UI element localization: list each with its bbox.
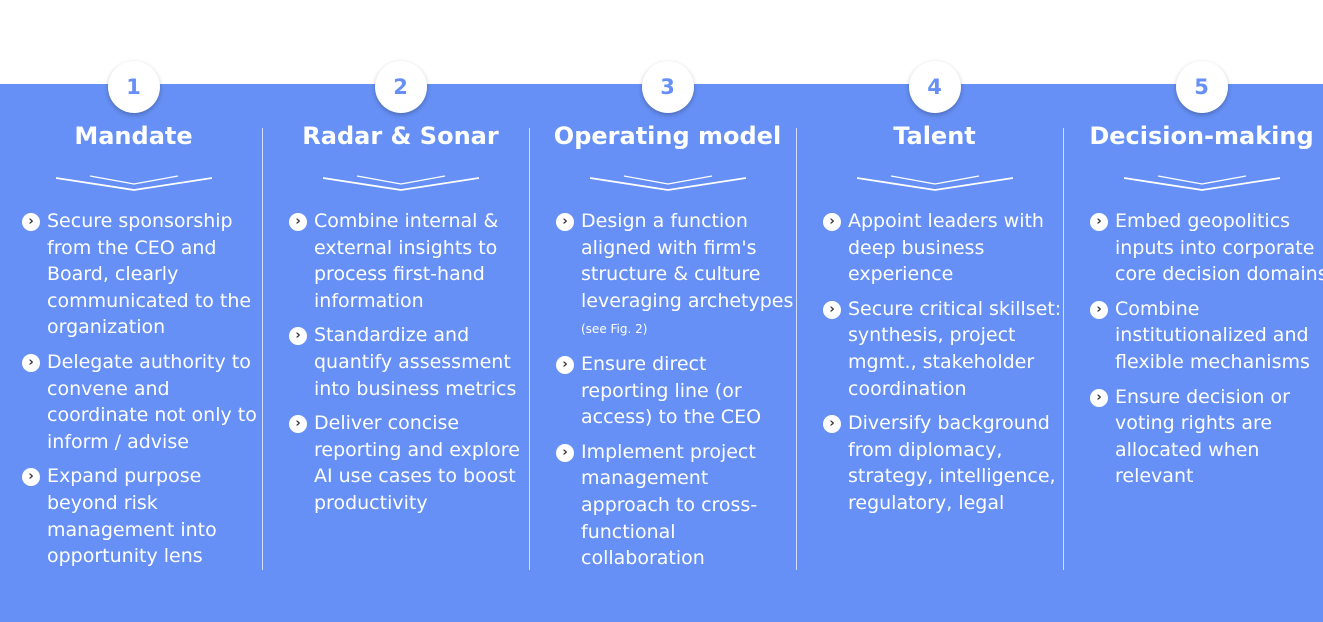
item-text: Expand purpose beyond risk management in… xyxy=(47,465,217,568)
list-item: › Ensure decision or voting rights are al… xyxy=(1090,384,1323,490)
chevron-down-icon xyxy=(589,174,746,192)
item-text: Design a function aligned with firm's st… xyxy=(581,210,794,312)
chevron-right-icon: › xyxy=(823,213,841,231)
chevron-right-icon: › xyxy=(1090,300,1108,319)
chevron-down-icon xyxy=(55,174,212,192)
list-item: › Diversify background from diplomacy, st… xyxy=(823,410,1064,516)
chevron-right-icon: › xyxy=(823,415,841,434)
step-number-badge: 4 xyxy=(908,61,961,113)
chevron-right-icon: › xyxy=(823,300,841,319)
chevron-right-icon: › xyxy=(556,443,574,462)
chevron-right-icon: › xyxy=(1090,213,1108,231)
item-text: Appoint leaders with deep business exper… xyxy=(848,210,1044,286)
chevron-right-icon: › xyxy=(556,355,574,374)
chevron-right-icon: › xyxy=(1090,388,1108,407)
list-item: › Embed geopolitics inputs into corporate… xyxy=(1090,208,1323,288)
step-number-badge: 2 xyxy=(374,61,427,113)
item-text: Secure critical skillset: synthesis, pro… xyxy=(848,297,1062,400)
content-band xyxy=(0,84,1323,622)
pillar-title: Talent xyxy=(893,122,976,150)
list-item: › Expand purpose beyond risk management i… xyxy=(22,463,263,569)
chevron-right-icon: › xyxy=(289,213,307,231)
list-item: › Implement project management approach t… xyxy=(556,439,797,572)
chevron-down-icon xyxy=(322,174,479,192)
item-text: Ensure direct reporting line (or access)… xyxy=(581,352,762,429)
list-item: › Secure sponsorship from the CEO and Boa… xyxy=(22,208,263,341)
item-text: Combine institutionalized and flexible m… xyxy=(1115,297,1310,373)
item-text: Secure sponsorship from the CEO and Boar… xyxy=(47,210,252,339)
item-text: Delegate authority to convene and coordi… xyxy=(47,350,257,453)
pillar-title: Decision-making xyxy=(1089,122,1314,150)
list-item: › Combine internal & external insights to… xyxy=(289,208,530,314)
step-number-badge: 5 xyxy=(1175,61,1228,113)
list-item: › Appoint leaders with deep business expe… xyxy=(823,208,1064,288)
list-item: › Combine institutionalized and flexible … xyxy=(1090,296,1323,376)
item-text: Embed geopolitics inputs into corporate … xyxy=(1115,210,1323,286)
list-item: › Secure critical skillset: synthesis, pr… xyxy=(823,296,1064,402)
column-divider xyxy=(796,128,797,570)
item-text: Deliver concise reporting and explore AI… xyxy=(314,412,520,514)
chevron-right-icon: › xyxy=(22,213,40,231)
column-divider xyxy=(1063,128,1064,570)
list-item: › Ensure direct reporting line (or access… xyxy=(556,351,797,431)
column-divider xyxy=(262,128,263,570)
item-text: Implement project management approach to… xyxy=(581,440,758,570)
list-item: › Standardize and quantify assessment int… xyxy=(289,322,530,402)
pillar-column: 5 Decision-making › Embed geopolitics inp… xyxy=(1068,0,1323,622)
list-item: › Deliver concise reporting and explore A… xyxy=(289,410,530,516)
chevron-right-icon: › xyxy=(556,213,574,231)
figure-reference: (see Fig. 2) xyxy=(581,322,648,337)
pillar-title: Operating model xyxy=(553,122,782,150)
step-number-badge: 1 xyxy=(107,61,160,113)
column-divider xyxy=(529,128,530,570)
pillar-title: Radar & Sonar xyxy=(302,122,499,150)
item-text: Ensure decision or voting rights are all… xyxy=(1115,385,1290,488)
pillar-title: Mandate xyxy=(74,122,193,150)
chevron-right-icon: › xyxy=(22,353,40,372)
list-item: › Design a function aligned with firm's s… xyxy=(556,208,797,343)
pillar-column: 1 Mandate › Secure sponsorship from the C… xyxy=(0,0,267,622)
step-number-badge: 3 xyxy=(641,61,694,113)
pillar-column: 3 Operating model › Design a function ali… xyxy=(534,0,801,622)
pillar-column: 4 Talent › Appoint leaders with deep busi… xyxy=(801,0,1068,622)
pillar-column: 2 Radar & Sonar › Combine internal & exte… xyxy=(267,0,534,622)
item-text: Combine internal & external insights to … xyxy=(314,210,499,312)
list-item: › Delegate authority to convene and coord… xyxy=(22,349,263,455)
chevron-right-icon: › xyxy=(22,468,40,487)
chevron-down-icon xyxy=(856,174,1013,192)
chevron-down-icon xyxy=(1123,174,1280,192)
item-text: Standardize and quantify assessment into… xyxy=(314,324,517,400)
chevron-right-icon: › xyxy=(289,327,307,346)
chevron-right-icon: › xyxy=(289,415,307,434)
item-text: Diversify background from diplomacy, str… xyxy=(848,412,1056,514)
